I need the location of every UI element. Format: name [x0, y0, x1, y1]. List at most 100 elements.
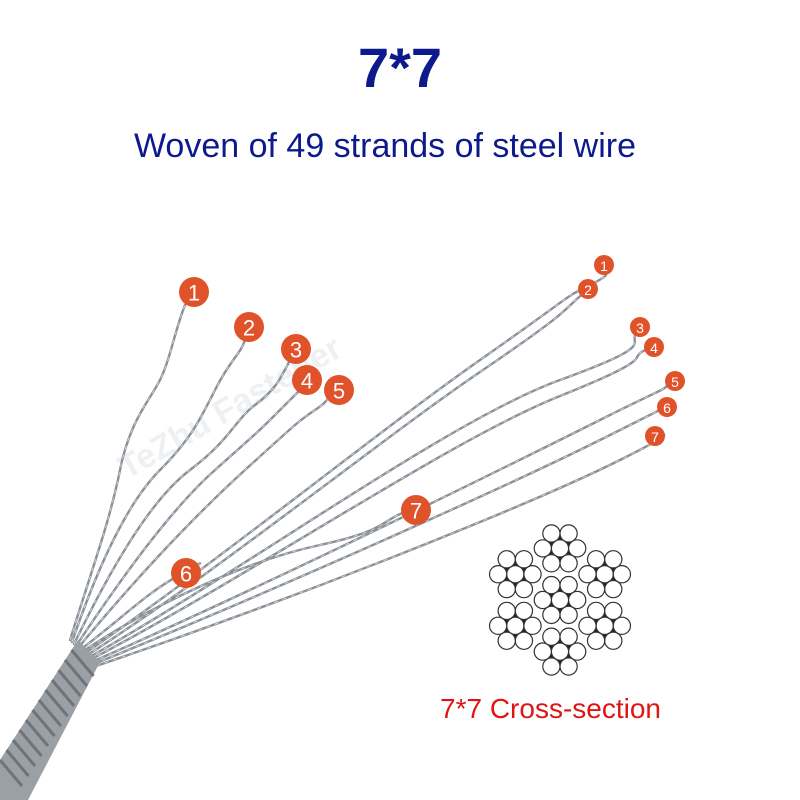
wire-strand-highlight — [89, 347, 651, 661]
svg-text:4: 4 — [301, 369, 313, 394]
wire-circle — [559, 605, 578, 625]
wire-circle — [612, 565, 632, 584]
cable-twist — [18, 729, 43, 757]
cable-twist — [24, 719, 50, 747]
wire-circle — [497, 631, 516, 650]
cable-twist — [37, 699, 63, 727]
wire-circle — [497, 579, 516, 599]
svg-text:6: 6 — [663, 400, 671, 416]
wire-circle — [604, 601, 623, 621]
svg-text:3: 3 — [290, 338, 302, 363]
wire-circle — [550, 642, 570, 661]
wire-strand-highlight — [87, 329, 641, 659]
wire-circle — [542, 605, 561, 625]
wire-circle — [533, 642, 553, 661]
badge-left-3: 3 — [281, 334, 311, 364]
wire-circle — [586, 579, 606, 599]
wire-circle — [604, 631, 623, 650]
wire-circle — [559, 657, 578, 676]
wire-circle — [497, 601, 516, 621]
svg-text:1: 1 — [600, 258, 608, 274]
cable-twist — [44, 689, 69, 717]
wire-strand-highlight — [95, 434, 665, 667]
wire-circle — [604, 550, 623, 569]
badge-right-4: 4 — [644, 337, 664, 357]
wire-circle — [550, 590, 570, 610]
wire-strand — [80, 508, 412, 654]
cross-section-caption: 7*7 Cross-section — [440, 693, 661, 724]
svg-text:1: 1 — [188, 281, 200, 306]
wire-circle — [514, 550, 534, 569]
badge-left-6: 6 — [171, 558, 201, 588]
svg-text:2: 2 — [584, 282, 592, 298]
wire-circle — [612, 616, 632, 636]
wire-circle — [568, 642, 587, 661]
wire-circle — [497, 550, 516, 569]
wire-circle — [550, 539, 570, 558]
wire-circle — [604, 579, 623, 599]
wire-circle — [488, 565, 508, 584]
wire-circle — [523, 616, 542, 636]
wire-circle — [533, 539, 553, 558]
wire-circle — [568, 590, 587, 610]
svg-text:2: 2 — [243, 316, 255, 341]
wire-circle — [542, 575, 561, 595]
cable-twist — [57, 669, 82, 697]
cable-twist — [31, 709, 56, 737]
badge-left-4: 4 — [292, 365, 322, 395]
wire-strand-highlight — [69, 304, 186, 641]
wire-circle — [523, 565, 542, 584]
badge-right-5: 5 — [665, 371, 685, 391]
wire-circle — [586, 631, 606, 650]
wire-strand-highlight — [83, 267, 607, 655]
cable-twist — [63, 659, 89, 687]
svg-text:4: 4 — [650, 340, 658, 356]
wire-circle — [514, 579, 534, 599]
wire-circle — [559, 554, 578, 573]
badge-left-1: 1 — [179, 277, 209, 307]
svg-text:5: 5 — [671, 374, 679, 390]
wire-circle — [559, 627, 578, 646]
svg-text:5: 5 — [333, 379, 345, 404]
cable-twist — [70, 649, 95, 677]
wire-circle — [595, 616, 614, 636]
wire-circle — [586, 601, 606, 621]
cable-body — [0, 640, 100, 800]
wire-circle — [578, 565, 597, 584]
badge-right-3: 3 — [630, 317, 650, 337]
wire-strand-highlight — [71, 339, 246, 643]
badge-left-7: 7 — [401, 495, 431, 525]
wire-circle — [559, 575, 578, 595]
wire-circle — [514, 631, 534, 650]
badge-right-2: 2 — [578, 279, 598, 299]
wire-strand-highlight — [77, 389, 336, 649]
wire-circle — [578, 616, 597, 636]
wire-strand — [74, 383, 307, 648]
wire-strand-highlight — [93, 406, 666, 665]
twisted-cable — [0, 640, 100, 800]
cable-twist — [5, 749, 30, 777]
svg-text:7: 7 — [410, 499, 422, 524]
badge-left-5: 5 — [324, 375, 354, 405]
badge-right-7: 7 — [645, 426, 665, 446]
wire-circle — [533, 590, 553, 610]
wire-circle — [488, 616, 508, 636]
wire-circle — [506, 565, 525, 584]
wire-strand-highlight — [91, 381, 673, 663]
badge-right-1: 1 — [594, 255, 614, 275]
badge-left-2: 2 — [234, 312, 264, 342]
wire-circle — [586, 550, 606, 569]
wire-circle — [514, 601, 534, 621]
svg-text:3: 3 — [636, 320, 644, 336]
wire-circle — [559, 524, 578, 543]
page-subtitle: Woven of 49 strands of steel wire — [133, 127, 637, 165]
cable-twist — [0, 759, 24, 787]
wire-strand — [72, 358, 292, 646]
wire-circle — [542, 524, 561, 543]
wire-circle — [542, 554, 561, 573]
wire-strand-highlight — [81, 509, 411, 653]
badge-right-6: 6 — [657, 397, 677, 417]
